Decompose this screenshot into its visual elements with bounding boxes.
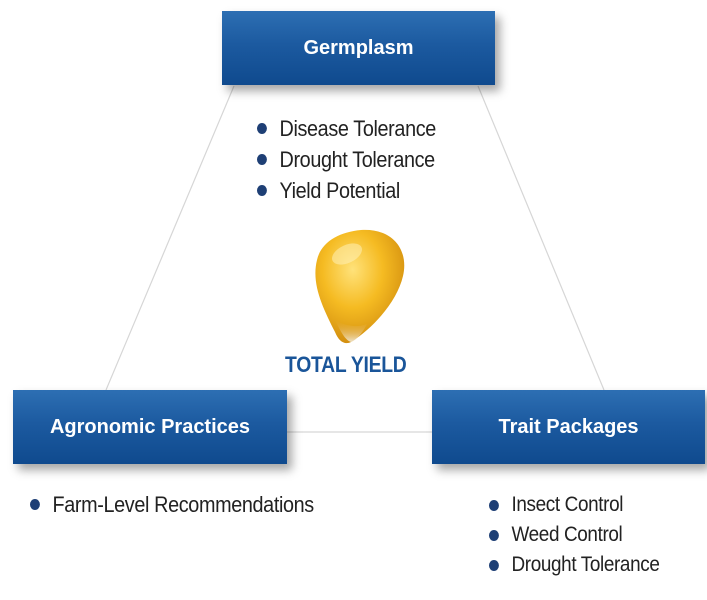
edge-germplasm-agronomic — [105, 85, 235, 391]
bullet-icon — [257, 154, 267, 165]
germplasm-list: Disease Tolerance Drought Tolerance Yiel… — [257, 113, 456, 206]
germplasm-title: Germplasm — [303, 36, 414, 59]
list-item-text: Insect Control — [511, 493, 624, 516]
agronomic-practices-title: Agronomic Practices — [49, 415, 251, 438]
agronomic-list: Farm-Level Recommendations — [30, 489, 345, 520]
list-item: Drought Tolerance — [489, 550, 660, 580]
list-item-text: Drought Tolerance — [511, 553, 660, 576]
bullet-icon — [257, 185, 267, 196]
bullet-icon — [489, 529, 499, 541]
germplasm-box: Germplasm — [222, 11, 495, 85]
list-item: Insect Control — [489, 490, 659, 520]
bullet-icon — [257, 123, 267, 134]
list-item: Disease Tolerance — [257, 113, 436, 144]
bullet-icon — [30, 499, 40, 510]
edge-germplasm-trait — [477, 85, 605, 391]
trait-list: Insect Control Weed Control Drought Tole… — [489, 490, 678, 580]
list-item: Yield Potential — [257, 175, 436, 206]
bullet-icon — [489, 499, 499, 511]
list-item-text: Farm-Level Recommendations — [52, 492, 315, 517]
list-item-text: Weed Control — [511, 523, 623, 546]
trait-packages-title: Trait Packages — [498, 415, 639, 438]
list-item: Farm-Level Recommendations — [30, 489, 314, 520]
corn-kernel-icon — [315, 229, 405, 344]
bullet-icon — [489, 559, 499, 571]
list-item: Weed Control — [489, 520, 659, 550]
list-item: Drought Tolerance — [257, 144, 436, 175]
total-yield-label: TOTAL YIELD — [285, 352, 407, 377]
list-item-text: Yield Potential — [279, 178, 401, 203]
agronomic-practices-box: Agronomic Practices — [13, 390, 287, 464]
trait-packages-box: Trait Packages — [432, 390, 705, 464]
list-item-text: Drought Tolerance — [279, 147, 436, 172]
list-item-text: Disease Tolerance — [279, 116, 437, 141]
